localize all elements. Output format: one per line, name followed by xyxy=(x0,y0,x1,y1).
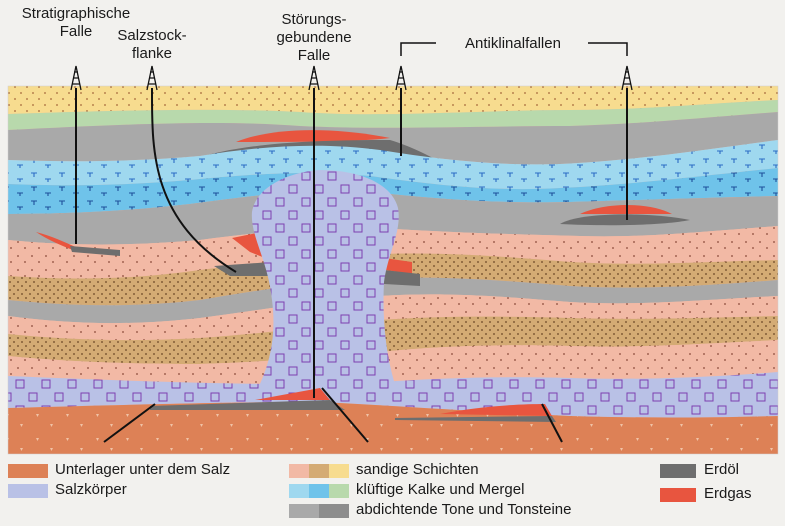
legend-swatch-unterlager xyxy=(8,464,48,478)
legend-sandig: sandige Schichten xyxy=(356,461,479,478)
oil-flank-right xyxy=(384,270,420,286)
legend-swatch-lime-light xyxy=(289,484,309,498)
legend-swatch-erdoel xyxy=(660,464,696,478)
legend-erdoel: Erdöl xyxy=(704,461,740,478)
legend-swatch-salz xyxy=(8,484,48,498)
label-salz-1: Salzstock- xyxy=(117,27,186,44)
strata xyxy=(8,86,778,454)
legend-swatch-marl xyxy=(329,484,349,498)
legend-swatch-erdgas xyxy=(660,488,696,502)
legend-swatch-sand-yellow xyxy=(329,464,349,478)
legend-tone: abdichtende Tone und Tonsteine xyxy=(356,501,572,518)
layer-basement xyxy=(8,402,778,454)
layer-green-marl xyxy=(8,100,778,130)
layer-yellow-sand xyxy=(8,86,778,115)
layer-gray-clay-1 xyxy=(8,112,778,165)
anti-bracket xyxy=(400,42,628,56)
gas-base-salt xyxy=(255,388,330,400)
legend-swatch-lime-dark xyxy=(309,484,329,498)
layer-pink-sand-2 xyxy=(8,294,778,341)
layer-brown-sand-2 xyxy=(8,316,778,364)
fault-left xyxy=(103,403,156,443)
derrick-icon xyxy=(70,65,633,91)
legend-swatch-tone-1 xyxy=(289,504,319,518)
oil-flank xyxy=(214,262,272,276)
label-stoer-2: gebundene xyxy=(276,29,351,46)
legend-swatch-sand-pink xyxy=(289,464,309,478)
layer-pink-sand-3 xyxy=(8,340,778,384)
fault-right xyxy=(541,403,563,443)
label-stoer-3: Falle xyxy=(298,47,331,64)
label-strat-1: Stratigraphische xyxy=(22,5,130,22)
layer-limestone-dark xyxy=(8,168,778,214)
gas-strat xyxy=(36,232,78,252)
label-stoer-1: Störungs- xyxy=(281,11,346,28)
layer-limestone-light xyxy=(8,140,778,190)
salt-diapir xyxy=(251,170,399,388)
oil-strat xyxy=(70,246,120,256)
gas-base-right xyxy=(440,404,552,416)
layer-gray-clay-3 xyxy=(8,277,778,324)
legend-unterlager: Unterlager unter dem Salz xyxy=(55,461,231,478)
legend-swatch-sand-brown xyxy=(309,464,329,478)
legend-salzkoerper: Salzkörper xyxy=(55,481,127,498)
label-anti: Antiklinalfallen xyxy=(465,35,561,52)
legend-kalke: klüftige Kalke und Mergel xyxy=(356,481,525,498)
oil-anticline-2 xyxy=(560,214,690,226)
label-strat-2: Falle xyxy=(60,23,93,40)
oil-base-right xyxy=(395,416,556,422)
fault-center xyxy=(321,387,369,443)
layer-brown-sand-1 xyxy=(8,253,778,306)
gas-flank-right xyxy=(384,258,412,274)
legend-erdgas: Erdgas xyxy=(704,485,752,502)
oil-base-salt xyxy=(150,400,345,410)
frame xyxy=(7,85,779,455)
label-salz-2: flanke xyxy=(132,45,172,62)
layer-pink-sand-1 xyxy=(8,226,778,279)
well-flank xyxy=(150,87,237,273)
legend-swatch-tone-2 xyxy=(319,504,349,518)
layer-salt-lower xyxy=(8,372,778,418)
